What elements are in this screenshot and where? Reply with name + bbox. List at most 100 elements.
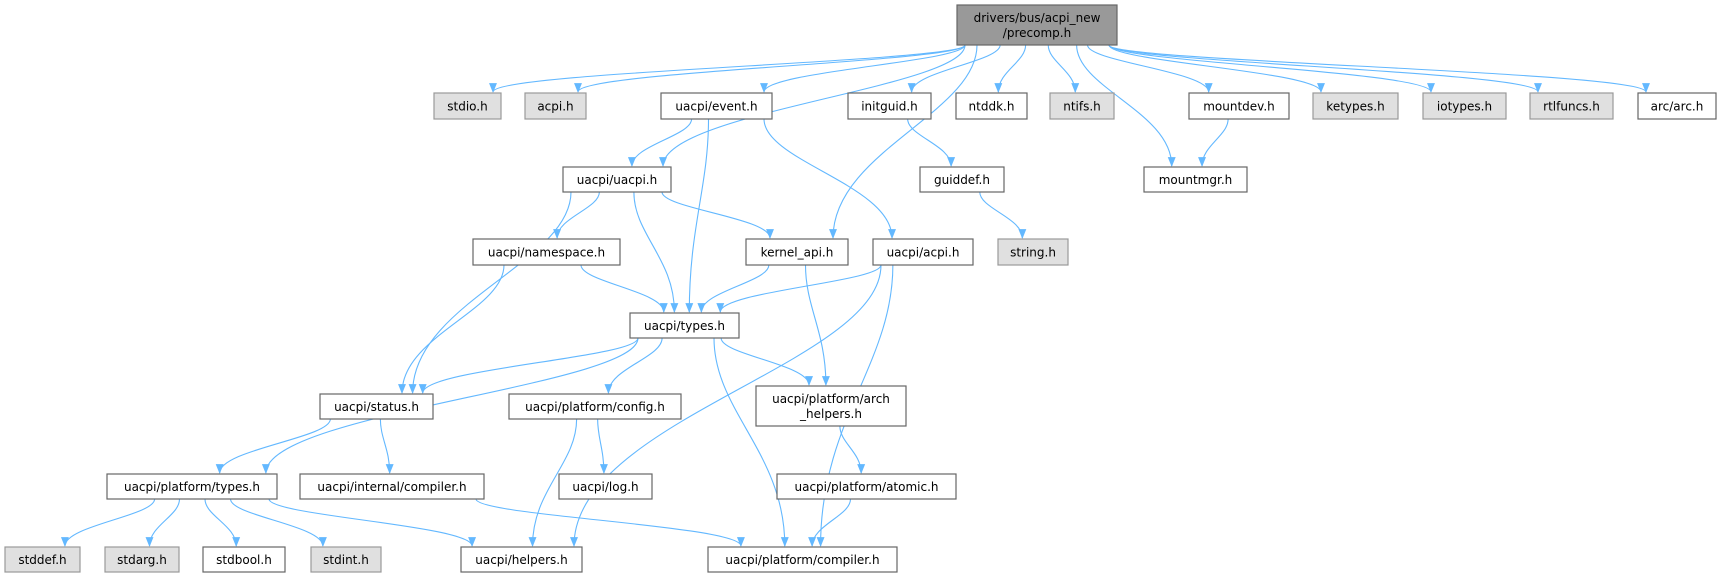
node-box [1312, 92, 1399, 120]
node-box [524, 92, 587, 120]
edge-atomic-to-pcompiler [808, 498, 852, 547]
node-types[interactable]: uacpi/types.h [629, 312, 740, 339]
node-stdio[interactable]: stdio.h [433, 92, 502, 120]
node-arc[interactable]: arc/arc.h [1637, 92, 1717, 120]
edge-precomp-to-acpi [574, 44, 966, 93]
node-ketypes[interactable]: ketypes.h [1312, 92, 1399, 120]
node-string[interactable]: string.h [997, 238, 1069, 266]
edge-precomp-to-ketypes [1108, 44, 1325, 93]
node-guiddef[interactable]: guiddef.h [919, 166, 1005, 193]
node-label: uacpi/helpers.h [475, 553, 567, 567]
node-box [660, 92, 773, 120]
node-iotypes[interactable]: iotypes.h [1422, 92, 1507, 120]
node-box [776, 473, 957, 500]
node-label: iotypes.h [1437, 100, 1492, 114]
node-initguid[interactable]: initguid.h [847, 92, 932, 120]
nodes: drivers/bus/acpi_new/precomp.h stdio.h acp… [4, 4, 1717, 573]
node-label: guiddef.h [934, 173, 990, 187]
node-icompiler[interactable]: uacpi/internal/compiler.h [299, 473, 485, 500]
edge-precomp-to-ntddk [994, 44, 1027, 93]
node-label: uacpi/uacpi.h [577, 173, 657, 187]
edge-mountdev-to-mountmgr [1198, 118, 1229, 167]
edge-ptypes-to-stdarg [145, 498, 181, 547]
node-rtlfuncs[interactable]: rtlfuncs.h [1529, 92, 1614, 120]
node-stddef[interactable]: stddef.h [4, 546, 81, 573]
edge-config-to-log [597, 418, 608, 474]
edge-types-to-ptypes [261, 337, 639, 474]
node-box [104, 546, 180, 573]
node-uacpi[interactable]: uacpi/uacpi.h [562, 166, 672, 193]
edge-precomp-to-stdio [489, 44, 966, 93]
node-label: initguid.h [861, 100, 918, 114]
edge-namespace-to-status [398, 264, 505, 394]
node-label: uacpi/types.h [644, 319, 725, 333]
node-box [1188, 92, 1290, 120]
node-box [4, 546, 81, 573]
node-ptypes[interactable]: uacpi/platform/types.h [106, 473, 278, 500]
node-label: mountdev.h [1203, 100, 1275, 114]
edge-precomp-to-ntifs [1047, 44, 1080, 93]
edge-namespace-to-types [580, 264, 668, 313]
edge-arch_helpers-to-atomic [839, 425, 866, 474]
node-label: uacpi/platform/arch [772, 392, 890, 406]
node-mountmgr[interactable]: mountmgr.h [1143, 166, 1248, 193]
edge-precomp-to-mountdev [1086, 44, 1213, 93]
edge-ptypes-to-stdint [229, 498, 327, 547]
node-mountdev[interactable]: mountdev.h [1188, 92, 1290, 120]
node-box [310, 546, 382, 573]
node-label: uacpi/status.h [334, 400, 419, 414]
edge-config-to-helpers [528, 418, 578, 547]
node-pcompiler[interactable]: uacpi/platform/compiler.h [707, 546, 898, 573]
node-label: uacpi/platform/atomic.h [794, 480, 938, 494]
node-label: uacpi/platform/config.h [525, 400, 665, 414]
node-helpers[interactable]: uacpi/helpers.h [460, 546, 583, 573]
node-label: ketypes.h [1326, 100, 1384, 114]
node-ntddk[interactable]: ntddk.h [955, 92, 1028, 120]
node-atomic[interactable]: uacpi/platform/atomic.h [776, 473, 957, 500]
node-box [558, 473, 653, 500]
edge-precomp-to-event [760, 44, 966, 93]
node-label: stdint.h [323, 553, 369, 567]
node-stdarg[interactable]: stdarg.h [104, 546, 180, 573]
node-label: rtlfuncs.h [1543, 100, 1600, 114]
node-box [955, 92, 1028, 120]
edge-uacpi-to-namespace [553, 191, 600, 239]
node-label: uacpi/log.h [572, 480, 638, 494]
edge-types-to-status [418, 337, 639, 394]
node-label: stdbool.h [216, 553, 272, 567]
node-label: uacpi/namespace.h [488, 246, 605, 260]
node-namespace[interactable]: uacpi/namespace.h [472, 238, 621, 266]
node-precomp[interactable]: drivers/bus/acpi_new/precomp.h [956, 4, 1118, 46]
node-kernel_api[interactable]: kernel_api.h [745, 238, 849, 266]
node-box [872, 238, 974, 266]
node-box [847, 92, 932, 120]
node-event[interactable]: uacpi/event.h [660, 92, 773, 120]
node-box [1049, 92, 1115, 120]
node-box [629, 312, 740, 339]
node-box [562, 166, 672, 193]
node-status[interactable]: uacpi/status.h [319, 393, 434, 420]
node-label: string.h [1010, 246, 1056, 260]
node-config[interactable]: uacpi/platform/config.h [508, 393, 682, 420]
edge-event-to-uacpi [627, 118, 693, 167]
node-stdint[interactable]: stdint.h [310, 546, 382, 573]
node-uacpi_acpi[interactable]: uacpi/acpi.h [872, 238, 974, 266]
edge-guiddef-to-string [979, 191, 1027, 239]
node-box [106, 473, 278, 500]
node-label: mountmgr.h [1159, 173, 1233, 187]
edge-initguid-to-guiddef [907, 118, 956, 167]
node-acpi[interactable]: acpi.h [524, 92, 587, 120]
node-box [460, 546, 583, 573]
node-label: uacpi/platform/compiler.h [725, 553, 879, 567]
node-log[interactable]: uacpi/log.h [558, 473, 653, 500]
node-ntifs[interactable]: ntifs.h [1049, 92, 1115, 120]
edge-precomp-to-arc [1108, 44, 1650, 93]
node-arch_helpers[interactable]: uacpi/platform/arch_helpers.h [755, 385, 907, 427]
edge-precomp-to-kernel_api [829, 44, 978, 239]
node-box [745, 238, 849, 266]
edge-ptypes-to-stdbool [204, 498, 241, 547]
edge-precomp-to-iotypes [1108, 44, 1435, 93]
node-box [319, 393, 434, 420]
node-label: drivers/bus/acpi_new [974, 11, 1101, 25]
node-stdbool[interactable]: stdbool.h [202, 546, 286, 573]
